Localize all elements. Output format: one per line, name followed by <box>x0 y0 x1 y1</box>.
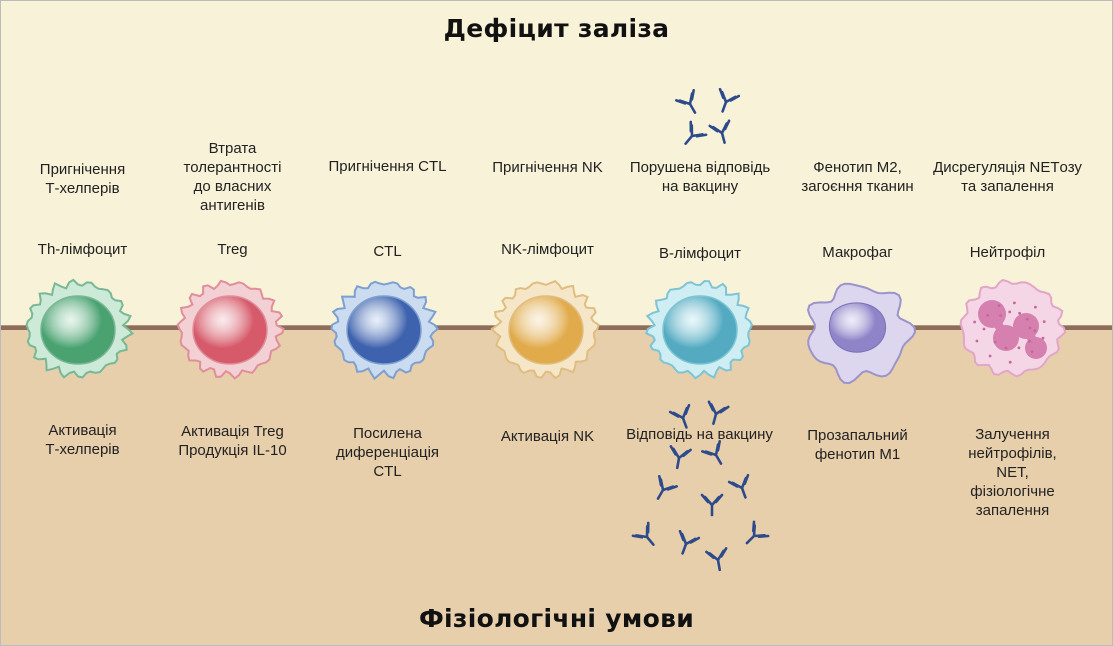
antibody-icon <box>701 440 723 465</box>
b-cell-name: В-лімфоцит <box>659 245 741 262</box>
granule <box>999 314 1002 317</box>
macrophage-icon <box>806 282 917 385</box>
cell-nucleus <box>40 295 116 365</box>
treg-cell-name: Treg <box>217 241 248 258</box>
granule <box>1008 360 1012 364</box>
neutrophil-cell-name: Нейтрофіл <box>969 244 1046 261</box>
antibody-icon <box>700 493 724 517</box>
antibody-icon <box>678 529 701 555</box>
th-cell-name: Th-лімфоцит <box>37 241 128 258</box>
granule <box>1028 339 1031 343</box>
granule <box>1033 329 1037 333</box>
granule <box>982 327 986 331</box>
antibody-icon <box>707 400 730 425</box>
nk-lymphocyte-icon <box>490 280 600 380</box>
iron-deficiency-zone <box>0 0 1113 327</box>
treg-icon <box>176 279 285 380</box>
ctl-icon <box>330 280 440 380</box>
nucleus-bridge <box>987 309 1041 353</box>
b-lymphocyte-icon <box>645 279 754 380</box>
treg-normal-label: Активація Treg Продукція IL-10 <box>178 423 287 459</box>
cell-nucleus <box>662 295 738 365</box>
granule <box>973 320 976 324</box>
antibody-icon <box>745 520 770 545</box>
granule <box>1004 346 1008 350</box>
granule <box>993 340 997 344</box>
bottom-title: Фізіологічні умови <box>418 604 695 633</box>
antibody-icon <box>727 473 750 499</box>
treg-deficiency-label: Втрата толерантності до власних антигені… <box>183 140 282 214</box>
nk-deficiency-label: Пригнічення NK <box>492 159 603 176</box>
antibody-icon <box>631 521 655 546</box>
nk-cell-name: NK-лімфоцит <box>501 241 594 258</box>
top-title: Дефіцит заліза <box>443 14 670 43</box>
granule <box>1042 320 1046 323</box>
physiological-zone <box>0 327 1113 646</box>
th-normal-label: Активація Т-хелперів <box>45 422 120 458</box>
cell-nucleus <box>192 295 268 365</box>
antibody-icon <box>705 547 728 572</box>
cell-nucleus <box>828 302 887 353</box>
cell-nucleus <box>346 295 422 365</box>
granule <box>1025 317 1029 321</box>
b-normal-label: Відповідь на вакцину <box>626 426 773 443</box>
granule <box>1028 326 1032 330</box>
macrophage-deficiency-label: Фенотип М2, загоєння тканин <box>801 159 914 195</box>
th-deficiency-label: Пригнічення Т-хелперів <box>39 161 126 197</box>
antibody-icon <box>669 445 692 470</box>
granule <box>1013 301 1016 305</box>
granule <box>988 354 992 358</box>
antibody-icon <box>708 119 731 144</box>
granule <box>1041 336 1045 340</box>
granule <box>986 314 990 317</box>
granule <box>1018 311 1021 315</box>
antibody-icon <box>718 87 741 113</box>
granule <box>975 339 979 343</box>
neutrophil-deficiency-label: Дисрегуляція NETозу та запалення <box>933 159 1082 195</box>
neutrophil-normal-label: Залучення нейтрофілів, NET, фізіологічне… <box>968 426 1057 519</box>
neutrophil-icon <box>959 278 1067 378</box>
antibody-icon <box>656 475 678 500</box>
granule <box>1030 350 1034 353</box>
cell-nucleus <box>508 295 584 365</box>
granule <box>1008 310 1012 314</box>
ctl-deficiency-label: Пригнічення CTL <box>328 158 447 175</box>
macrophage-normal-label: Прозапальний фенотип М1 <box>807 427 908 463</box>
th-lymphocyte-icon <box>25 278 135 379</box>
antibody-icon <box>675 89 697 114</box>
antibody-icon <box>668 403 691 429</box>
nk-normal-label: Активація NK <box>500 428 595 445</box>
ctl-cell-name: CTL <box>373 243 402 260</box>
granule <box>1034 305 1037 309</box>
ctl-normal-label: Посилена диференціація CTL <box>335 425 440 480</box>
b-deficiency-label: Порушена відповідь на вакцину <box>629 159 771 195</box>
antibody-icon <box>684 120 708 145</box>
granule <box>997 304 1001 307</box>
macrophage-cell-name: Макрофаг <box>822 244 893 261</box>
granule <box>1017 346 1021 350</box>
